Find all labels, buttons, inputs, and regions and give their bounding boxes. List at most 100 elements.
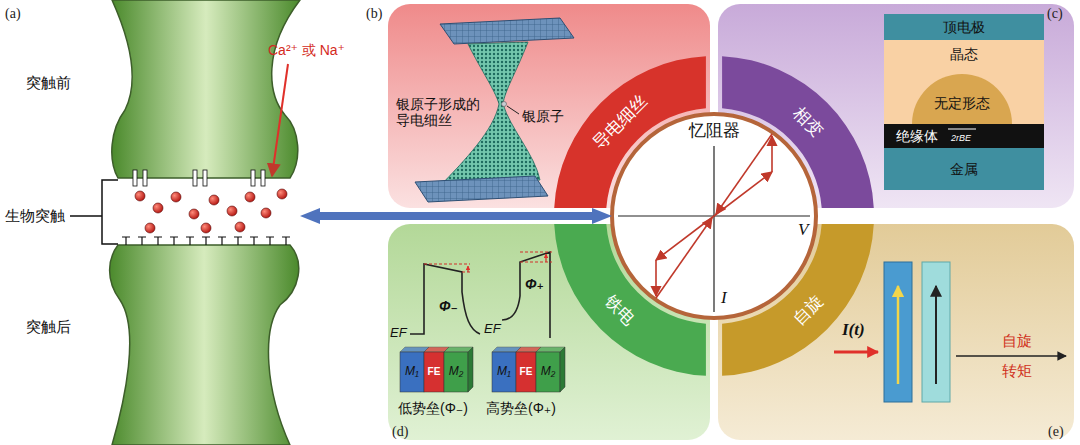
channel-gate xyxy=(203,170,207,186)
dash-line xyxy=(462,271,470,272)
ion xyxy=(261,208,271,218)
node-text: 自旋转矩 xyxy=(1002,326,1036,386)
receptor xyxy=(234,237,242,245)
receptor xyxy=(218,237,226,245)
node-text: 高势垒(Φ₊) xyxy=(486,400,556,416)
junction-block: M₁ xyxy=(492,352,516,392)
ring-segment-label: 相变 xyxy=(789,103,827,141)
barrier-arrow xyxy=(467,266,468,272)
top-electrode-plate xyxy=(440,18,574,44)
node-text: I(t) xyxy=(842,320,865,340)
memristor-circle xyxy=(612,114,816,318)
node-text: 导电细丝 xyxy=(589,91,651,153)
ring-segment-label: 导电细丝 xyxy=(589,91,651,153)
block-side xyxy=(468,347,473,392)
loop-segment xyxy=(656,216,714,260)
node-text: (b) xyxy=(366,6,382,22)
dash-line xyxy=(424,263,470,264)
high-barrier-profile xyxy=(502,252,550,338)
node-text: EF xyxy=(390,326,407,341)
amorphous-region: 无定形态 xyxy=(912,82,1012,124)
figure-label: 2rBE xyxy=(951,133,971,143)
node-text: FE xyxy=(428,366,441,378)
receptors xyxy=(122,237,290,245)
panel-phase-change: (c)顶电极晶态无定形态绝缘体金属 xyxy=(718,4,1074,208)
insulator-bar xyxy=(884,124,1044,148)
figure-label: Ca²⁺ 或 Na⁺ xyxy=(268,42,345,58)
postsynaptic-terminal xyxy=(110,245,299,445)
node-text: M₂ xyxy=(541,365,556,379)
junction-blocks xyxy=(400,347,565,392)
junction-block: M₂ xyxy=(444,352,468,392)
receptor xyxy=(170,237,178,245)
node-text: 绝缘体 xyxy=(896,128,938,144)
node-text: 忆阻器 xyxy=(689,121,740,141)
node-text: 晶态 xyxy=(950,46,978,62)
panel-filament: (b)银原子形成的导电细丝银原子 xyxy=(388,4,710,208)
panel-ferroelectric: (d)EFΦ₋EFΦ₊低势垒(Φ₋)高势垒(Φ₊)M₁FEM₂M₁FEM₂ xyxy=(388,224,710,440)
block-face xyxy=(536,352,560,392)
ion-pointer xyxy=(272,64,288,176)
receptor xyxy=(202,237,210,245)
low-barrier-profile xyxy=(410,264,480,334)
memristor-ring xyxy=(554,56,874,376)
receptor xyxy=(282,237,290,245)
channel-gate xyxy=(261,170,265,186)
node-text: I xyxy=(721,288,727,308)
figure-label: 突触前 xyxy=(26,74,71,91)
node-text: 顶电极 xyxy=(943,19,985,35)
torque-arrow xyxy=(956,355,1066,357)
ion xyxy=(145,223,155,233)
ion xyxy=(189,209,199,219)
crystalline-layer xyxy=(884,40,1044,124)
presynaptic-terminal xyxy=(112,0,300,178)
ring-segment-label: 铁电 xyxy=(601,291,639,329)
dash-line xyxy=(520,251,552,252)
silver-atom xyxy=(502,102,507,107)
electrode-band: 顶电极 xyxy=(884,14,1044,40)
block-side xyxy=(560,347,565,392)
block-face xyxy=(492,352,516,392)
i-axis xyxy=(713,146,714,312)
channel-gate xyxy=(251,170,255,186)
receptor xyxy=(154,237,162,245)
channel-gate xyxy=(143,170,147,186)
current-arrow xyxy=(834,351,878,354)
barrier-arrow xyxy=(545,254,546,262)
receptor xyxy=(186,237,194,245)
free-layer xyxy=(884,262,912,402)
node-text: M₂ xyxy=(449,365,464,379)
electrode-band: 金属 xyxy=(884,148,1044,190)
ion xyxy=(153,203,163,213)
ion xyxy=(171,192,181,202)
insulator-box: 绝缘体 xyxy=(884,124,950,148)
node-text: (e) xyxy=(1048,424,1064,440)
node-text: 自旋 xyxy=(789,291,826,328)
channel-gate xyxy=(133,170,137,186)
barrier-height-marks xyxy=(424,252,552,272)
dash-line xyxy=(520,261,552,262)
leader-line xyxy=(507,106,519,114)
magnetization-arrow xyxy=(935,286,937,384)
receptor xyxy=(122,237,130,245)
receptor xyxy=(250,237,258,245)
node-text: 无定形态 xyxy=(934,95,990,111)
top-electrode xyxy=(884,14,1044,40)
magnetization-arrow xyxy=(897,286,900,384)
double-arrow xyxy=(314,212,598,220)
receptor xyxy=(138,237,146,245)
node-text: M₁ xyxy=(405,365,419,379)
node-text: V xyxy=(798,220,808,240)
ring-segment-label: 自旋 xyxy=(789,291,827,329)
ion xyxy=(201,223,211,233)
ion xyxy=(135,191,145,201)
ion xyxy=(245,192,255,202)
synapse-cleft: 生物突触 xyxy=(5,196,300,236)
metal-electrode xyxy=(884,148,1044,190)
ions xyxy=(135,189,287,233)
pinned-layer xyxy=(922,262,950,402)
channel-gate xyxy=(193,170,197,186)
